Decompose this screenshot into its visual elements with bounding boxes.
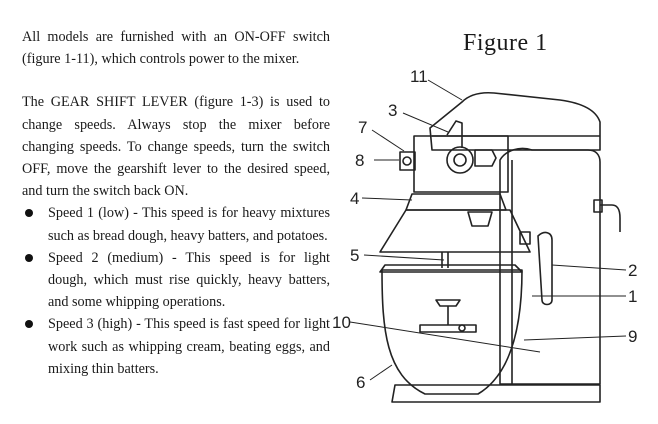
bullet-dot-icon <box>25 209 33 218</box>
switch-paragraph: All models are furnished with an ON-OFF … <box>22 29 330 68</box>
callout-8: 8 <box>355 151 364 170</box>
mixer-diagram: 11 3 7 8 4 5 2 1 10 9 6 <box>332 67 637 403</box>
top-cover <box>429 91 601 151</box>
callout-6: 6 <box>356 373 365 392</box>
gear-shift-dial <box>446 146 474 174</box>
beater <box>435 299 461 307</box>
mixer-base <box>391 384 601 403</box>
figure-title: Figure 1 <box>463 30 548 56</box>
mixing-bowl <box>381 269 523 395</box>
callout-5: 5 <box>350 246 359 265</box>
callout-4: 4 <box>350 189 359 208</box>
bowl-guard <box>379 209 531 253</box>
speed-2-text: Speed 2 (medium) - This speed is for lig… <box>48 249 330 311</box>
speed-1-item: Speed 1 (low) - This speed is for heavy … <box>22 202 330 246</box>
gear-shift-lever <box>446 120 463 148</box>
callout-3: 3 <box>388 101 397 120</box>
callout-1: 1 <box>628 287 637 306</box>
callout-7: 7 <box>358 118 367 137</box>
callout-2: 2 <box>628 261 637 280</box>
speed-3-text: Speed 3 (high) - This speed is fast spee… <box>48 316 330 377</box>
speed-2-item: Speed 2 (medium) - This speed is for lig… <box>22 247 330 314</box>
speed-sign <box>474 149 497 167</box>
bowl-lift-handle <box>537 231 553 306</box>
callout-10: 10 <box>332 313 351 332</box>
speed-3-item: Speed 3 (high) - This speed is fast spee… <box>22 313 330 380</box>
callout-9: 9 <box>628 327 637 346</box>
gear-shift-paragraph: The GEAR SHIFT LEVER (figure 1-3) is use… <box>22 94 330 200</box>
callout-11: 11 <box>410 67 428 86</box>
bullet-dot-icon <box>25 253 33 262</box>
switch-box <box>399 151 416 171</box>
speed-list: Speed 1 (low) - This speed is for heavy … <box>22 202 330 380</box>
bullet-dot-icon <box>25 320 33 329</box>
mixer-head <box>413 135 509 193</box>
instructions-text: All models are furnished with an ON-OFF … <box>22 26 330 380</box>
mixer-column <box>499 147 601 385</box>
attachment-hub <box>405 193 507 211</box>
switch-knob <box>402 156 412 166</box>
speed-1-text: Speed 1 (low) - This speed is for heavy … <box>48 205 330 244</box>
